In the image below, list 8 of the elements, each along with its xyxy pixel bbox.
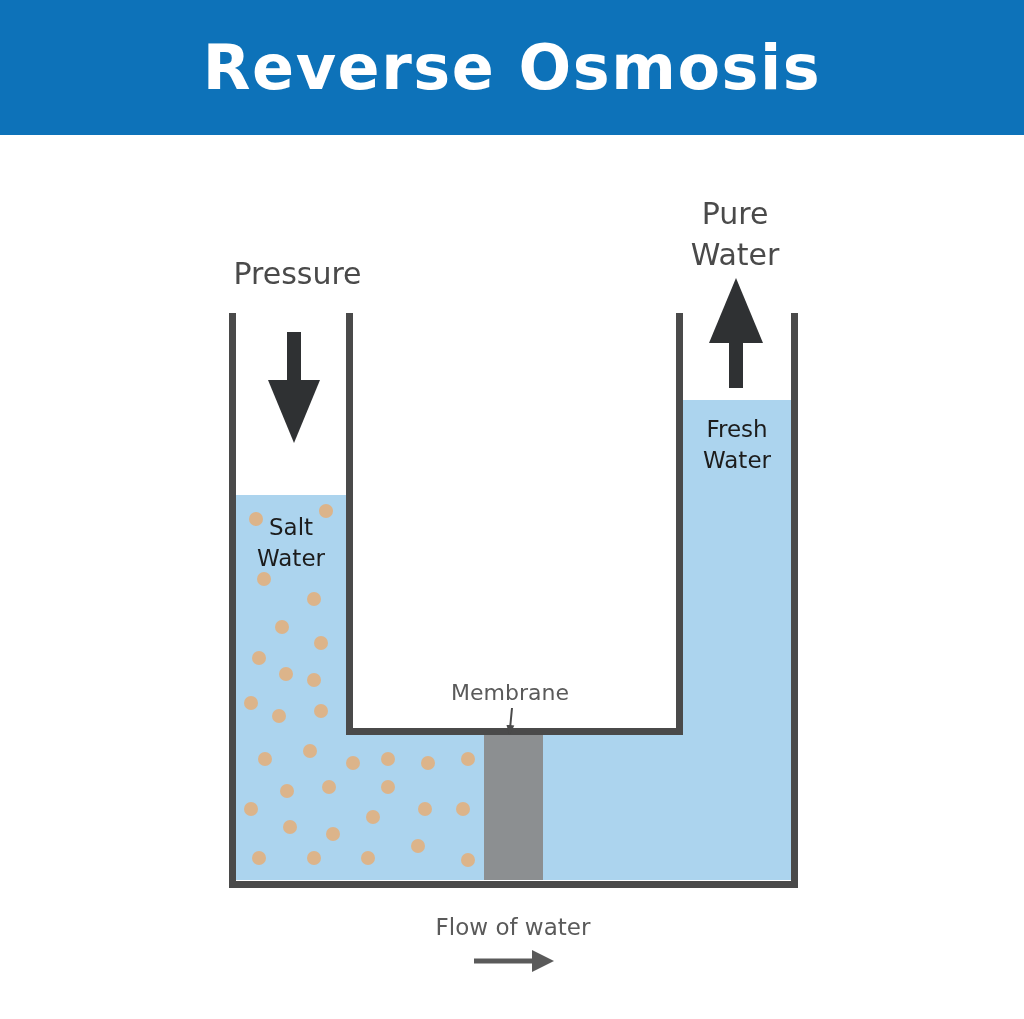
label: Pure Water [689, 195, 781, 274]
title: Reverse Osmosis [202, 30, 822, 106]
membrane-label: Membrane [451, 679, 569, 707]
label: Pressure [232, 255, 363, 293]
membrane [484, 735, 543, 880]
label: Salt Water [256, 513, 326, 574]
label: Fresh Water [702, 415, 772, 476]
label: Flow of water [434, 913, 592, 942]
